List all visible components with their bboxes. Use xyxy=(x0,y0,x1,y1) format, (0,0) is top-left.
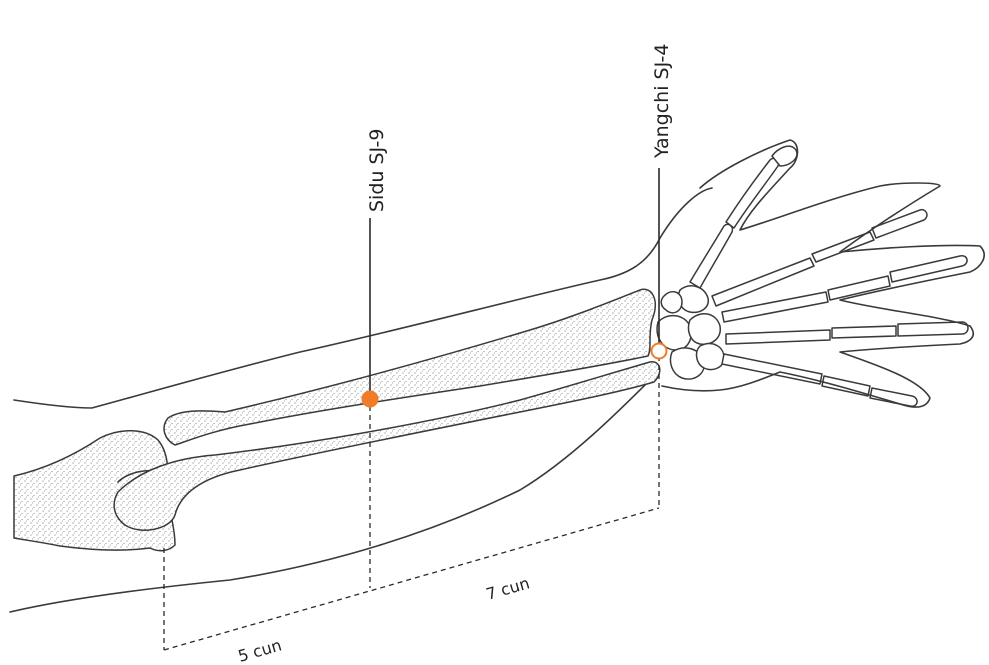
yangchi-label: Yangchi SJ-4 xyxy=(651,44,673,159)
measurement-lines xyxy=(164,356,659,650)
sidu-label: Sidu SJ-9 xyxy=(366,129,388,212)
upper-measurement-label: 7 cun xyxy=(484,573,532,603)
yangchi-point-marker xyxy=(652,344,667,359)
sidu-point-marker xyxy=(362,391,378,407)
radius-bone xyxy=(164,289,655,445)
finger-bones xyxy=(712,210,968,407)
lower-measurement-label: 5 cun xyxy=(236,635,284,665)
